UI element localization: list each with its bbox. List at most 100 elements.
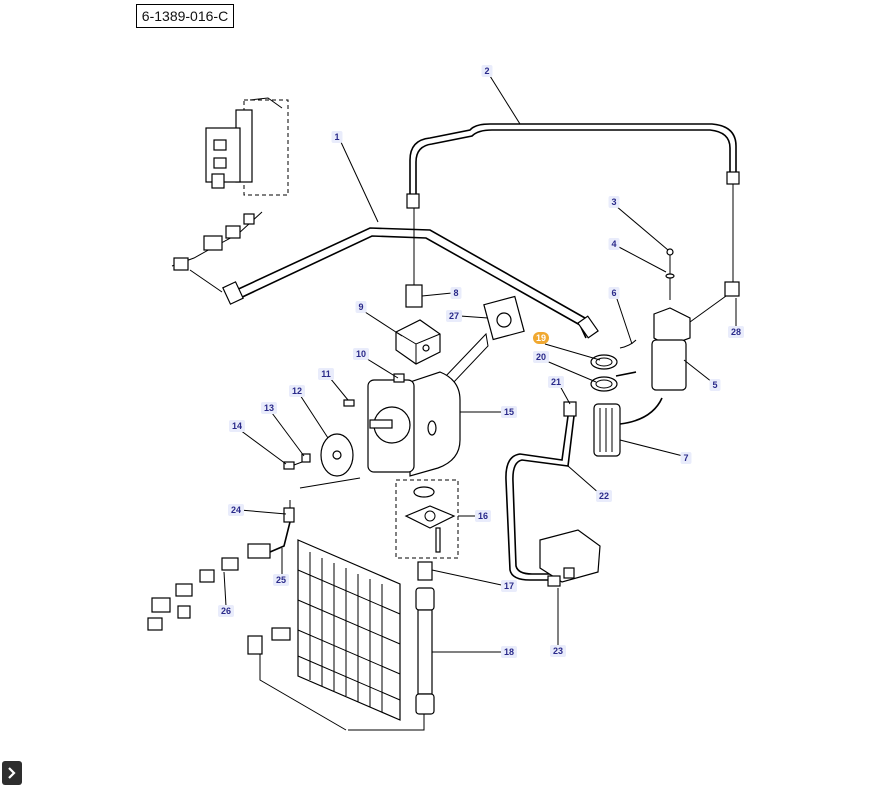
callout-22[interactable]: 22 [596,490,612,502]
callout-label: 6 [611,288,616,298]
callout-background [533,332,549,344]
callout-background [228,504,244,516]
diagram-reference-code: 6-1389-016-C [136,4,234,28]
callout-15[interactable]: 15 [501,406,517,418]
callout-label: 24 [231,505,241,515]
callout-label: 10 [356,349,366,359]
callout-background [608,238,620,250]
callout-27[interactable]: 27 [446,310,462,322]
hydraulic-pump-drawing [367,371,461,477]
filter-assembly-drawing [590,248,727,457]
callout-background [355,301,367,313]
callout-label: 8 [453,288,458,298]
callout-label: 7 [683,453,688,463]
callout-label: 12 [292,386,302,396]
callout-6[interactable]: 6 [608,287,620,299]
callout-5[interactable]: 5 [709,379,721,391]
callout-background [608,196,620,208]
callout-17[interactable]: 17 [501,580,517,592]
callout-2[interactable]: 2 [481,65,493,77]
callout-7[interactable]: 7 [680,452,692,464]
hose-18-drawing [348,561,435,731]
callout-16[interactable]: 16 [475,510,491,522]
callout-background [501,646,517,658]
callout-label: 2 [484,66,489,76]
callout-9[interactable]: 9 [355,301,367,313]
callout-background [229,420,245,432]
return-lines-drawing [147,500,295,631]
callout-background [550,645,566,657]
callout-10[interactable]: 10 [353,348,369,360]
expand-panel-button[interactable] [2,761,22,785]
callout-label: 13 [264,403,274,413]
callout-19[interactable]: 19 [533,332,549,344]
callout-28[interactable]: 28 [728,326,744,338]
callout-background [261,402,277,414]
callout-11[interactable]: 11 [318,368,334,380]
callout-label: 17 [504,581,514,591]
callout-background [608,287,620,299]
callout-label: 5 [712,380,717,390]
callout-label: 28 [731,327,741,337]
callout-24[interactable]: 24 [228,504,244,516]
callout-background [548,376,564,388]
hose-22-drawing [505,401,601,587]
callout-23[interactable]: 23 [550,645,566,657]
callout-label: 19 [536,333,546,343]
callout-background [475,510,491,522]
control-valve-drawing [205,97,289,196]
callout-background [318,368,334,380]
callout-12[interactable]: 12 [289,385,305,397]
callout-background [273,574,289,586]
callout-background [533,351,549,363]
callout-25[interactable]: 25 [273,574,289,586]
callout-background [709,379,721,391]
callout-background [353,348,369,360]
callout-label: 22 [599,491,609,501]
callout-label: 15 [504,407,514,417]
callout-26[interactable]: 26 [218,605,234,617]
adapter-plate-drawing [395,479,459,559]
callout-label: 18 [504,647,514,657]
callout-label: 3 [611,197,616,207]
callout-3[interactable]: 3 [608,196,620,208]
flange-and-bolts-drawing [283,399,361,489]
callout-label: 14 [232,421,242,431]
callout-layer: 1234567891011121314151617181920212223242… [218,65,744,658]
callout-label: 1 [334,132,339,142]
callout-label: 9 [358,302,363,312]
callout-14[interactable]: 14 [229,420,245,432]
callout-1[interactable]: 1 [331,131,343,143]
callout-18[interactable]: 18 [501,646,517,658]
callout-label: 26 [221,606,231,616]
callout-background [446,310,462,322]
callout-background [501,580,517,592]
hose-1-drawing [171,211,599,339]
leader-lines [223,75,737,653]
callout-13[interactable]: 13 [261,402,277,414]
callout-background [450,287,462,299]
oil-cooler-drawing [247,539,401,731]
callout-label: 25 [276,575,286,585]
callout-label: 16 [478,511,488,521]
callout-8[interactable]: 8 [450,287,462,299]
callout-label: 4 [611,239,616,249]
callout-label: 21 [551,377,561,387]
fittings-drawing [395,208,525,385]
callout-background [289,385,305,397]
callout-background [596,490,612,502]
callout-21[interactable]: 21 [548,376,564,388]
chevron-right-icon [8,767,16,779]
callout-background [728,326,744,338]
callout-label: 11 [321,369,331,379]
callout-20[interactable]: 20 [533,351,549,363]
callout-background [218,605,234,617]
callout-background [680,452,692,464]
callout-label: 27 [449,311,459,321]
callout-4[interactable]: 4 [608,238,620,250]
hose-2-drawing [406,123,740,297]
callout-label: 20 [536,352,546,362]
callout-background [331,131,343,143]
callout-background [501,406,517,418]
